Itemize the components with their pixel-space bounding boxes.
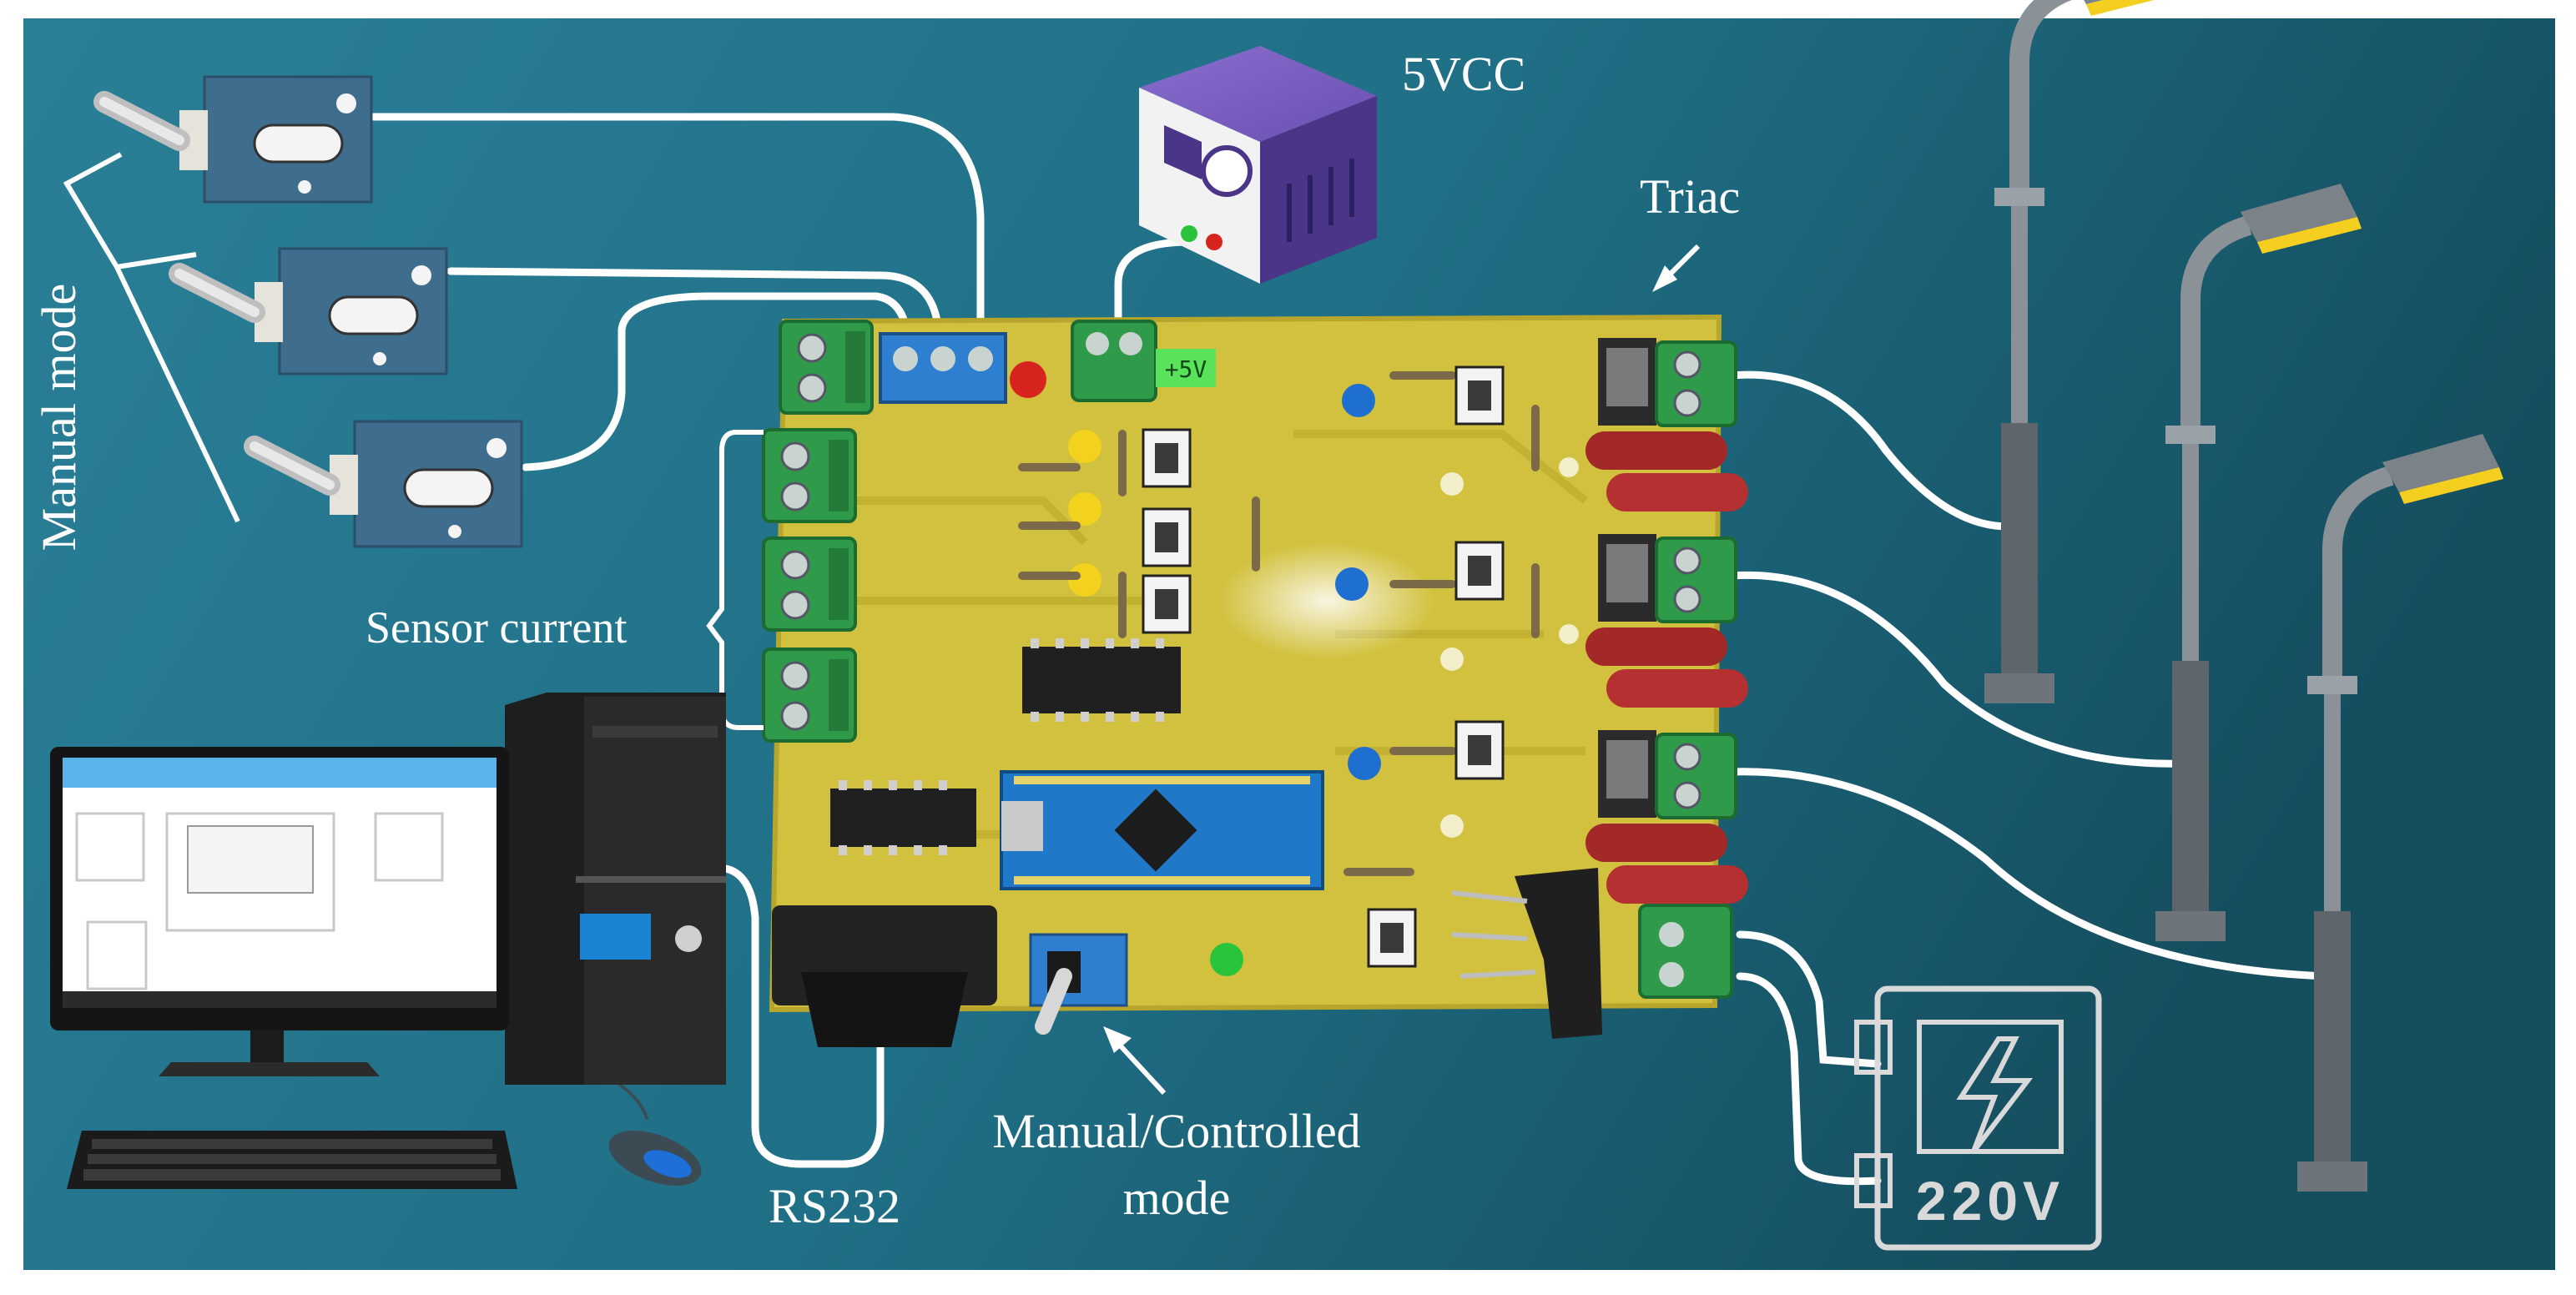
label-mode-switch-line2: mode	[1123, 1171, 1231, 1225]
sensor-terminal-1	[762, 428, 857, 523]
optocoupler-3	[1142, 574, 1192, 634]
wire-mains-1	[1736, 930, 1882, 1068]
triac-3	[1584, 728, 1750, 905]
wire-lamp-2	[1727, 571, 2190, 768]
rs232-connector	[772, 905, 997, 1047]
triac-2	[1584, 532, 1750, 709]
mains-panel: 220V	[1854, 985, 2102, 1251]
terminal-top-left	[779, 320, 874, 415]
sensor-terminal-2	[762, 537, 857, 632]
label-rs232: RS232	[769, 1179, 900, 1233]
pcb-board: +5V	[762, 314, 1750, 1047]
manual-mode-bracket	[63, 152, 240, 523]
desktop-computer-icon	[50, 693, 726, 1189]
triac-1	[1584, 336, 1750, 513]
label-sensor-current: Sensor current	[365, 602, 627, 653]
wire-mains-2	[1736, 972, 1882, 1186]
board-tag: +5V	[1156, 349, 1216, 387]
label-mode-switch-line1: Manual/Controlled	[992, 1104, 1360, 1158]
mode-switch-arrowhead	[1103, 1026, 1132, 1053]
terminal-mains	[1638, 904, 1733, 999]
ic-chip-2	[830, 780, 976, 855]
wire-switch-1	[370, 113, 985, 346]
terminal-power	[1071, 320, 1157, 402]
wire-lamp-3	[1727, 768, 2332, 980]
optocoupler-7	[1367, 908, 1417, 968]
optocoupler-6	[1454, 720, 1505, 780]
wire-lamp-1	[1727, 370, 2024, 531]
label-supply: 5VCC	[1402, 47, 1525, 101]
board-tag-text: +5V	[1165, 355, 1207, 383]
wire-switch-3	[522, 292, 912, 471]
arduino-nano	[1000, 770, 1324, 890]
label-manual-mode: Manual mode	[32, 284, 86, 552]
wires	[370, 113, 2332, 1186]
ic-chip-1	[1022, 638, 1181, 722]
resistors	[1018, 371, 1540, 876]
mode-toggle-switch	[1029, 933, 1128, 1035]
label-mains: 220V	[1916, 1170, 2064, 1232]
mode-switch-arrow	[1112, 1036, 1167, 1096]
lightning-bolt-icon	[1956, 1036, 2034, 1153]
sensor-terminal-3	[762, 648, 857, 743]
optocoupler-4	[1454, 365, 1505, 426]
wire-power	[1114, 238, 1193, 334]
label-triac: Triac	[1640, 169, 1740, 224]
optocoupler-1	[1142, 428, 1192, 488]
sensor-current-bracket	[706, 430, 764, 730]
tower-display	[580, 914, 651, 960]
triac-arrowhead	[1652, 265, 1677, 292]
optocoupler-2	[1142, 507, 1192, 567]
led-red	[1010, 361, 1046, 398]
optocoupler-5	[1454, 541, 1505, 601]
power-supply-icon	[1139, 46, 1377, 284]
bridge-rectifier	[1451, 868, 1602, 1039]
wire-rs232	[713, 864, 885, 1168]
indicator-leds	[1068, 384, 1381, 976]
terminal-blue	[879, 332, 1007, 404]
